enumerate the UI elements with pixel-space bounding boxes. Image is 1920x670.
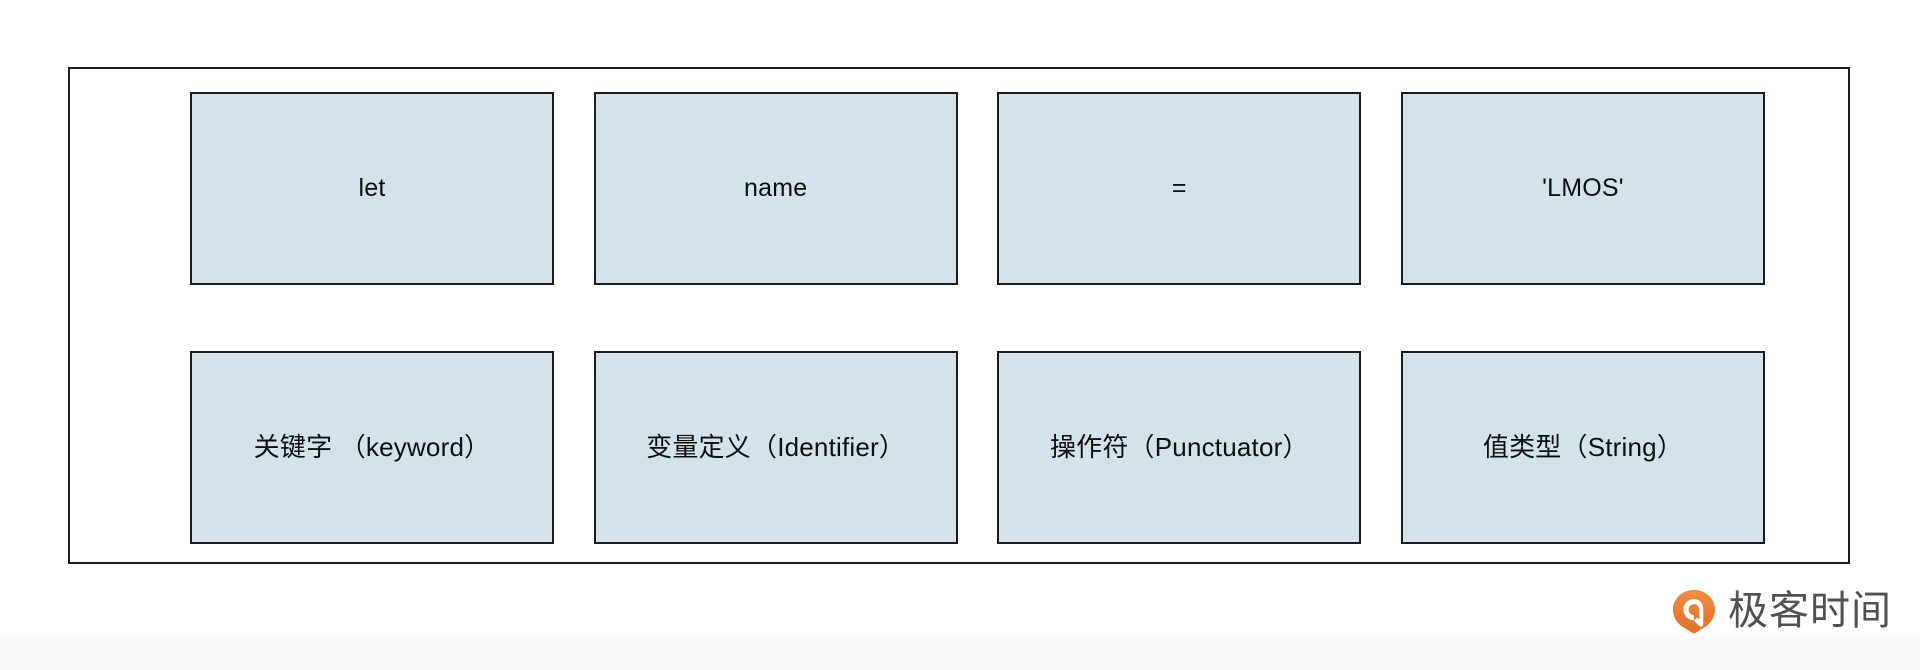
token-type-label: 值类型（String） [1482, 431, 1684, 462]
token-type-box-string: 值类型（String） [1400, 351, 1765, 544]
token-box-let: let [190, 92, 554, 285]
token-type-label: 关键字 （keyword） [253, 431, 491, 462]
token-type-label: 操作符（Punctuator） [1049, 431, 1309, 462]
token-box-name: name [593, 92, 958, 285]
brand-name-label: 极客时间 [1728, 588, 1892, 634]
geektime-logo-icon [1672, 589, 1716, 634]
token-type-box-identifier: 变量定义（Identifier） [593, 351, 958, 544]
token-label: let [358, 174, 386, 203]
diagram-frame: let name = 'LMOS' 关键字 （keyword） 变量定义（Ide… [68, 67, 1850, 564]
token-row-source-tokens: let name = 'LMOS' [190, 92, 1765, 285]
token-row-token-types: 关键字 （keyword） 变量定义（Identifier） 操作符（Punct… [190, 351, 1765, 544]
token-box-string-literal: 'LMOS' [1400, 92, 1765, 285]
token-type-box-punctuator: 操作符（Punctuator） [997, 351, 1362, 544]
token-label: 'LMOS' [1542, 174, 1624, 203]
footer-strip [0, 636, 1920, 670]
token-type-label: 变量定义（Identifier） [646, 431, 906, 462]
token-grid: let name = 'LMOS' 关键字 （keyword） 变量定义（Ide… [190, 92, 1765, 544]
token-box-equals: = [997, 92, 1362, 285]
token-type-box-keyword: 关键字 （keyword） [190, 351, 554, 544]
token-label: = [1171, 174, 1187, 203]
token-label: name [743, 174, 808, 203]
brand-watermark: 极客时间 [1671, 588, 1892, 634]
